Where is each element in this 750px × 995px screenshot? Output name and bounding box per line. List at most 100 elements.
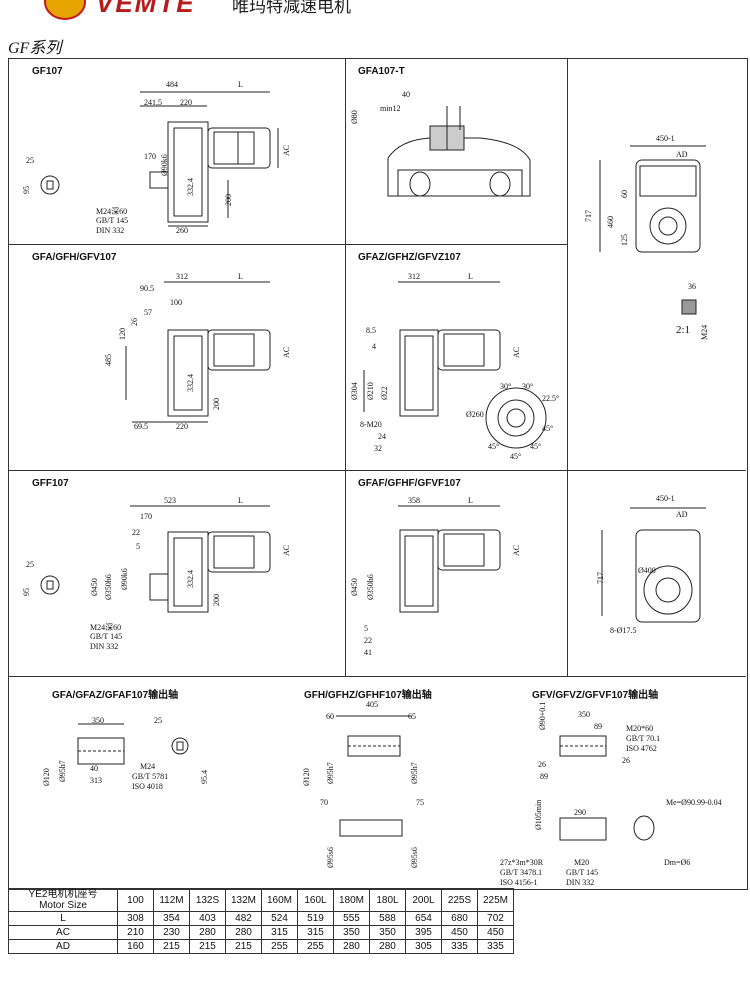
table-cell: 450 — [441, 925, 478, 940]
dim-text: 5 — [136, 542, 140, 551]
dim-text: GB/T 145 — [566, 868, 599, 877]
shaft-section-gf107 — [40, 175, 60, 195]
divider — [8, 244, 567, 245]
dim-text: 125 — [620, 234, 629, 246]
table-row: AD 160 215 215 215 255 255 280 280 305 3… — [8, 939, 514, 954]
dim-text: 312 — [176, 272, 188, 281]
dim-text: 22 — [132, 528, 140, 537]
dim-text: Ø95h7 — [326, 762, 335, 784]
motor-gfaf — [437, 529, 501, 571]
dim-text: 120 — [118, 328, 127, 340]
dim-text: 200 — [212, 594, 221, 606]
dim-text: AD — [676, 150, 688, 159]
dim-text: 5 — [364, 624, 368, 633]
dim-text: M24深60 — [96, 207, 128, 216]
table-cell: 215 — [153, 939, 190, 954]
dim-text: AC — [282, 346, 291, 358]
dim-text: 45° — [542, 424, 554, 433]
table-header-label: Motor Size — [39, 900, 87, 911]
table-cell: 230 — [153, 925, 190, 940]
table-header-label: YE2电机机座号 — [28, 889, 98, 900]
dim-text: 26 — [538, 760, 546, 769]
table-cell: 132S — [189, 888, 226, 912]
dim-text: 450-1 — [656, 134, 675, 143]
table-cell: 215 — [189, 939, 226, 954]
table-cell: 225M — [477, 888, 514, 912]
gearbox-body-gff — [167, 531, 209, 613]
dim-text: 25 — [154, 716, 162, 725]
dim-text: 89 — [540, 772, 548, 781]
dim-text: DIN 332 — [96, 226, 125, 235]
dim-text: 241.5 — [144, 98, 162, 107]
table-row: AC 210 230 280 280 315 315 350 350 395 4… — [8, 925, 514, 940]
dim-text: 69.5 — [134, 422, 148, 431]
dim-text: 313 — [90, 776, 102, 785]
dim-text: ISO 4156-1 — [500, 878, 538, 887]
table-cell: 315 — [261, 925, 298, 940]
dim-text: Ø304 — [350, 382, 359, 400]
dim-text: Me=Ø90.99-0.04 — [666, 798, 722, 807]
dim-text: 26 — [130, 318, 139, 326]
dim-text: Ø90k6 — [160, 154, 169, 176]
table-cell: 215 — [225, 939, 262, 954]
dim-text: 26 — [622, 756, 630, 765]
table-cell: 280 — [189, 925, 226, 940]
brand-name: VEMTE — [96, 0, 196, 18]
dim-text: 350 — [578, 710, 590, 719]
dim-text: 89 — [594, 722, 602, 731]
dim-text: 260 — [176, 226, 188, 235]
panel-label-shaft-a: GFA/GFAZ/GFAF107输出轴 — [52, 690, 179, 701]
table-cell: 180L — [369, 888, 406, 912]
dim-text: L — [238, 272, 243, 281]
panel-label-gf107: GF107 — [32, 66, 63, 77]
dim-text: DIN 332 — [566, 878, 595, 887]
motor-size-table: YE2电机机座号 Motor Size 100 112M 132S 132M 1… — [8, 888, 514, 954]
dim-text: Ø80 — [350, 110, 359, 124]
dim-text: 45° — [530, 442, 542, 451]
dim-text: L — [238, 80, 243, 89]
table-cell: 335 — [441, 939, 478, 954]
header: VEMTE 唯玛特减速电机 — [0, 0, 750, 30]
dim-text: AD — [676, 510, 688, 519]
dim-text: 27z*3m*30R — [500, 858, 544, 867]
gearbox-body-gfa107t — [387, 137, 531, 197]
table-cell: 305 — [405, 939, 442, 954]
dim-text: 57 — [144, 308, 152, 317]
table-cell: 654 — [405, 911, 442, 926]
dim-text: 332.4 — [186, 570, 195, 588]
dim-text: Ø450 — [90, 578, 99, 596]
dim-text: 460 — [606, 216, 615, 228]
dim-text: 170 — [140, 512, 152, 521]
divider — [8, 470, 746, 471]
dim-text: 332.4 — [186, 178, 195, 196]
dim-text: M20 — [574, 858, 590, 867]
dim-text: 358 — [408, 496, 420, 505]
dim-text: 405 — [366, 700, 378, 709]
dim-text: 332.4 — [186, 374, 195, 392]
table-cell: 350 — [333, 925, 370, 940]
table-cell: 482 — [225, 911, 262, 926]
series-title: GF系列 — [8, 40, 62, 57]
dim-text: 65 — [408, 712, 416, 721]
dim-text: L — [238, 496, 243, 505]
dim-text: Ø260 — [466, 410, 484, 419]
dim-text: Ø105min — [534, 799, 543, 830]
table-header-row: YE2电机机座号 Motor Size 100 112M 132S 132M 1… — [8, 888, 514, 912]
dim-text: AC — [282, 544, 291, 556]
panel-label-shaft-h: GFH/GFHZ/GFHF107输出轴 — [304, 690, 432, 701]
dim-text: 200 — [212, 398, 221, 410]
dim-text: M24 — [700, 324, 709, 340]
dim-text: Ø120 — [302, 768, 311, 786]
gearbox-body-gfaf — [399, 529, 439, 613]
dim-text: 45° — [488, 442, 500, 451]
motor-gfaz — [437, 329, 501, 371]
dim-text: 22.5° — [542, 394, 560, 403]
gearbox-end-view — [635, 159, 701, 253]
dim-text: Ø350h6 — [366, 574, 375, 600]
dim-text: 200 — [224, 194, 233, 206]
dim-text: 95 — [22, 588, 31, 596]
dim-text: AC — [512, 544, 521, 556]
motor-gff — [207, 531, 271, 573]
divider — [345, 58, 346, 470]
dim-text: GB/T 70.1 — [626, 734, 661, 743]
